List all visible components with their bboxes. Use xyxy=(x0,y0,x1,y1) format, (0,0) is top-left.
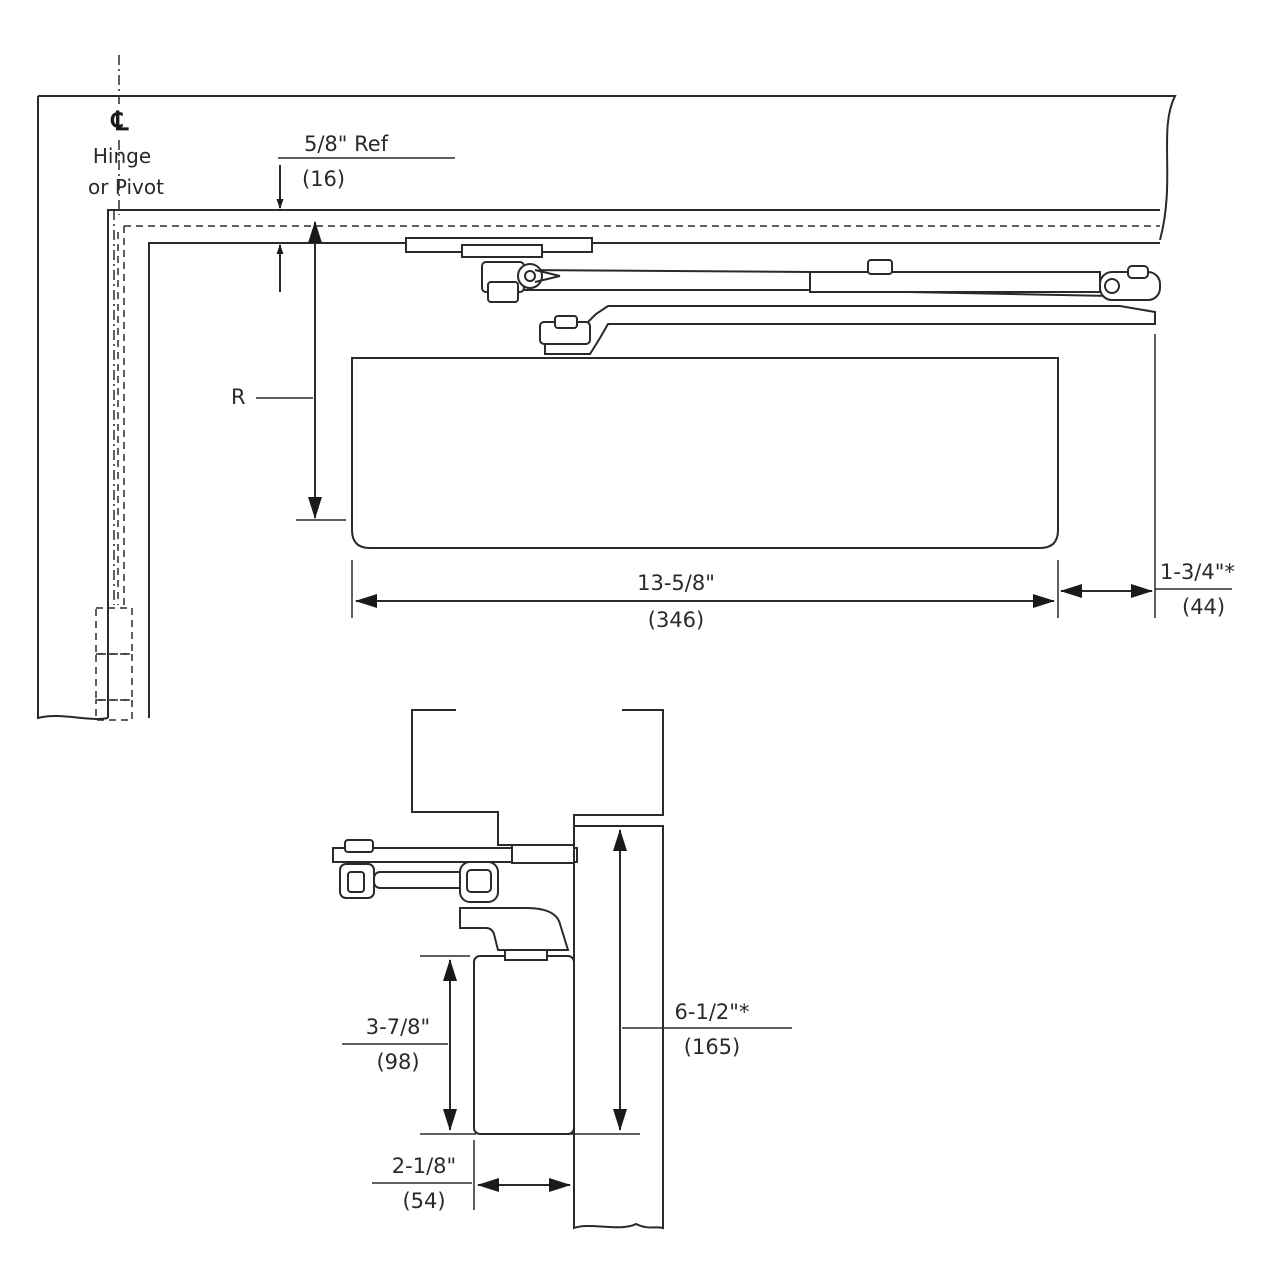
closer-body xyxy=(351,357,1059,549)
frame-height-imperial: 6-1/2"* xyxy=(675,1000,750,1024)
side-view: 3-7/8" (98) 6-1/2"* (165) 2-1/8" (54) xyxy=(332,709,792,1230)
body-height-imperial: 3-7/8" xyxy=(366,1015,430,1039)
frame-outline xyxy=(37,95,1177,720)
body-height-metric: (98) xyxy=(376,1050,419,1074)
centerline-symbol: ℄ xyxy=(111,107,130,137)
door-face-line xyxy=(107,209,1160,718)
side-closer-body xyxy=(473,955,575,1135)
ref-dim-imperial: 5/8" Ref xyxy=(304,132,389,156)
side-forearm-bracket xyxy=(459,907,570,951)
arm-adjust-nut xyxy=(867,259,893,275)
hinge-label: Hinge xyxy=(93,144,151,168)
arm-shoe-bracket xyxy=(461,244,543,258)
clearance-dim-metric: (44) xyxy=(1182,595,1225,619)
pivot-label: or Pivot xyxy=(88,175,164,199)
side-arm-pivot xyxy=(339,839,469,899)
frame-head xyxy=(411,709,664,846)
ref-dim-metric: (16) xyxy=(302,167,345,191)
frame-height-metric: (165) xyxy=(684,1035,740,1059)
depth-metric: (54) xyxy=(402,1189,445,1213)
elbow-joint xyxy=(1099,265,1161,301)
side-arm-shoe xyxy=(511,844,575,864)
shoe-pivot xyxy=(481,261,561,303)
length-dim-metric: (346) xyxy=(648,608,704,632)
side-closer-cap xyxy=(504,949,548,961)
top-view: ℄ Hinge or Pivot 5/8" Ref (16) R xyxy=(37,55,1235,721)
door-section xyxy=(573,815,664,1230)
hinge-centerline xyxy=(113,55,120,605)
depth-imperial: 2-1/8" xyxy=(392,1154,456,1178)
arm-adjust-sleeve xyxy=(809,271,1101,293)
clearance-dim-imperial: 1-3/4"* xyxy=(1160,560,1235,584)
forearm xyxy=(544,305,1156,355)
forearm-pivot-nut xyxy=(539,315,591,345)
length-dim-imperial: 13-5/8" xyxy=(637,571,715,595)
r-label: R xyxy=(231,385,246,409)
hinge-blocks xyxy=(95,607,133,721)
side-elbow xyxy=(459,861,499,903)
